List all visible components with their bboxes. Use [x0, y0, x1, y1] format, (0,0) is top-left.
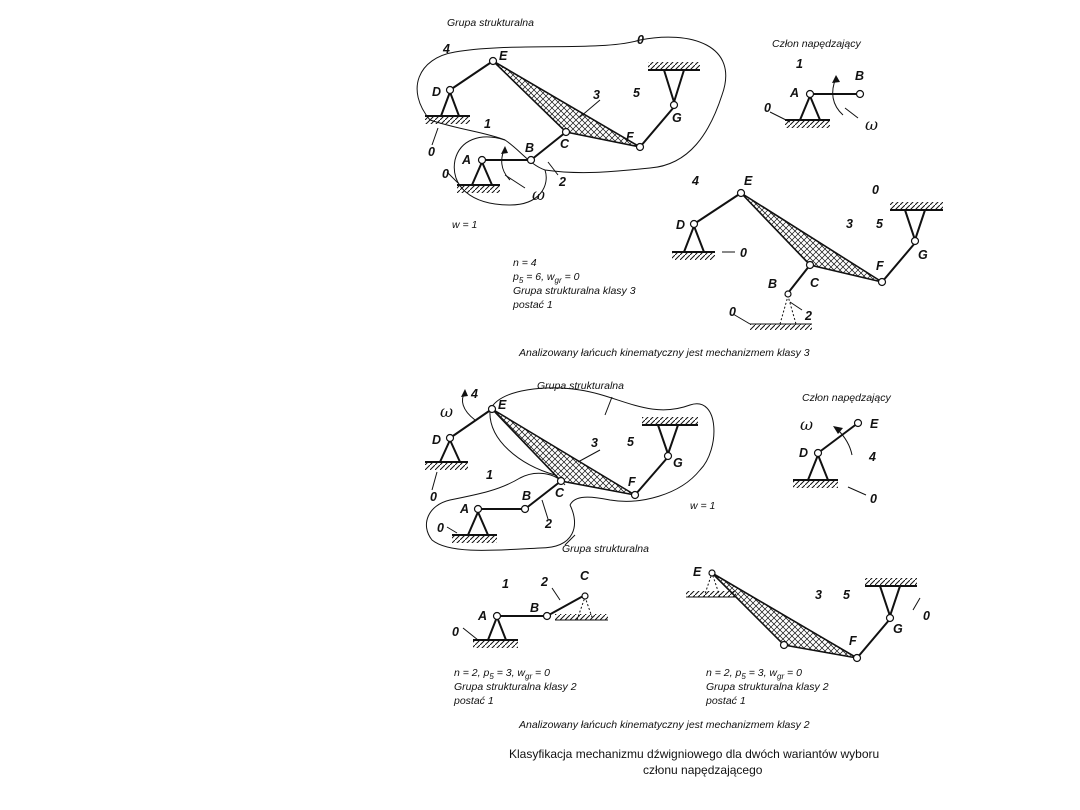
group-class2-right: E 3 5 0 G F: [686, 565, 930, 663]
point-label-C: C: [560, 137, 570, 151]
bottom-driving-link: Człon napędzający ω E D 4 0: [793, 392, 891, 506]
klasa2-text-right: Grupa strukturalna klasy 2: [706, 681, 829, 693]
b-point-F: F: [628, 475, 636, 489]
postac1-text-top: postać 1: [512, 299, 553, 311]
b-point-D: D: [432, 433, 441, 447]
g2r-label-3: 3: [815, 588, 822, 602]
link-label-4: 4: [442, 42, 450, 56]
b-point-C: C: [555, 486, 565, 500]
link-label-0-d: 0: [428, 145, 435, 159]
g3-label-0-d: 0: [740, 246, 747, 260]
b-label-5: 5: [627, 435, 635, 449]
b-label-3: 3: [591, 436, 598, 450]
bottom-mechanism: Grupa strukturalna ω 4 E D 3 5 G F C B 1…: [425, 380, 715, 555]
dof-label-bottom: w = 1: [690, 500, 715, 512]
bottom-group-title-top: Grupa strukturalna: [537, 380, 624, 392]
postac1-text-left: postać 1: [453, 695, 494, 707]
link-label-3: 3: [593, 88, 600, 102]
b-point-B: B: [522, 489, 531, 503]
omega-label: ω: [532, 185, 545, 204]
n4-text: n = 4: [513, 257, 537, 269]
top-mechanism: Grupa strukturalna 4 E D 0 3 5 G C F B 1…: [416, 17, 727, 206]
bottom-omega: ω: [440, 402, 453, 421]
point-label-D: D: [432, 85, 441, 99]
g3-label-0-g: 0: [872, 183, 879, 197]
link-label-5: 5: [633, 86, 641, 100]
g2r-label-0: 0: [923, 609, 930, 623]
g3-label-5: 5: [876, 217, 884, 231]
formula-class2-left: n = 2, p5 = 3, wgr = 0 Grupa strukturaln…: [453, 667, 577, 707]
g3-label-3: 3: [846, 217, 853, 231]
conclusion-class3: Analizowany łańcuch kinematyczny jest me…: [518, 347, 810, 359]
g3-label-0-b: 0: [729, 305, 736, 319]
g3-point-E: E: [744, 174, 753, 188]
group-class2-left: 1 2 C A B 0: [452, 569, 608, 648]
b-label-0-d: 0: [430, 490, 437, 504]
top-driving-link: Człon napędzający 1 B A 0 ω: [764, 38, 878, 134]
bd-point-E: E: [870, 417, 879, 431]
bottom-driving-omega: ω: [800, 415, 813, 434]
g3-label-2: 2: [804, 309, 812, 323]
n2-text-left: n = 2, p5 = 3, wgr = 0: [454, 667, 550, 681]
klasa3-text: Grupa strukturalna klasy 3: [513, 285, 636, 297]
g2r-point-G: G: [893, 622, 903, 636]
g2l-point-B: B: [530, 601, 539, 615]
top-group-title: Grupa strukturalna: [447, 17, 534, 29]
link-label-0-top: 0: [637, 33, 644, 47]
bd-point-D: D: [799, 446, 808, 460]
n2-text-right: n = 2, p5 = 3, wgr = 0: [706, 667, 802, 681]
g3-point-C: C: [810, 276, 820, 290]
formula-class2-right: n = 2, p5 = 3, wgr = 0 Grupa strukturaln…: [705, 667, 829, 707]
g3-point-B: B: [768, 277, 777, 291]
link-label-0-a: 0: [442, 167, 449, 181]
structural-group-outline: [416, 36, 727, 174]
driving-link-title: Człon napędzający: [772, 38, 861, 50]
g2r-point-F: F: [849, 634, 857, 648]
driving-link-label-1: 1: [796, 57, 803, 71]
conclusion-class2: Analizowany łańcuch kinematyczny jest me…: [518, 719, 810, 731]
bd-label-0: 0: [870, 492, 877, 506]
g2l-label-0: 0: [452, 625, 459, 639]
point-label-B: B: [525, 141, 534, 155]
figure-caption-line1: Klasyfikacja mechanizmu dźwigniowego dla…: [509, 747, 879, 761]
point-label-G: G: [672, 111, 682, 125]
link-label-2: 2: [558, 175, 566, 189]
postac1-text-right: postać 1: [705, 695, 746, 707]
driving-omega: ω: [865, 115, 878, 134]
b-point-A: A: [459, 502, 469, 516]
dof-label-top: w = 1: [452, 219, 477, 231]
driving-point-B: B: [855, 69, 864, 83]
bottom-group-title-lower: Grupa strukturalna: [562, 543, 649, 555]
b-label-2: 2: [544, 517, 552, 531]
bd-label-4: 4: [868, 450, 876, 464]
g3-label-4: 4: [691, 174, 699, 188]
top-structural-group-class3: 4 E D 0 0 3 5 G F C B 0 2: [672, 174, 943, 330]
g2l-point-C: C: [580, 569, 590, 583]
b-label-0-a: 0: [437, 521, 444, 535]
b-point-E: E: [498, 398, 507, 412]
point-label-E: E: [499, 49, 508, 63]
p6-text: p5 = 6, wgr = 0: [512, 271, 580, 285]
g3-point-F: F: [876, 259, 884, 273]
driving-point-A: A: [789, 86, 799, 100]
figure-caption-line2: członu napędzającego: [643, 763, 763, 777]
klasa2-text-left: Grupa strukturalna klasy 2: [454, 681, 577, 693]
b-point-G: G: [673, 456, 683, 470]
driving-link-label-0: 0: [764, 101, 771, 115]
g2l-point-A: A: [477, 609, 487, 623]
g2r-label-5: 5: [843, 588, 851, 602]
link-label-1: 1: [484, 117, 491, 131]
b-label-4: 4: [470, 387, 478, 401]
top-formula: n = 4 p5 = 6, wgr = 0 Grupa strukturalna…: [512, 257, 636, 311]
g3-point-D: D: [676, 218, 685, 232]
g2l-label-1: 1: [502, 577, 509, 591]
point-label-F: F: [626, 130, 634, 144]
g2r-point-E: E: [693, 565, 702, 579]
point-label-A: A: [461, 153, 471, 167]
b-label-1: 1: [486, 468, 493, 482]
bottom-driving-title: Człon napędzający: [802, 392, 891, 404]
g2l-label-2: 2: [540, 575, 548, 589]
g3-point-G: G: [918, 248, 928, 262]
